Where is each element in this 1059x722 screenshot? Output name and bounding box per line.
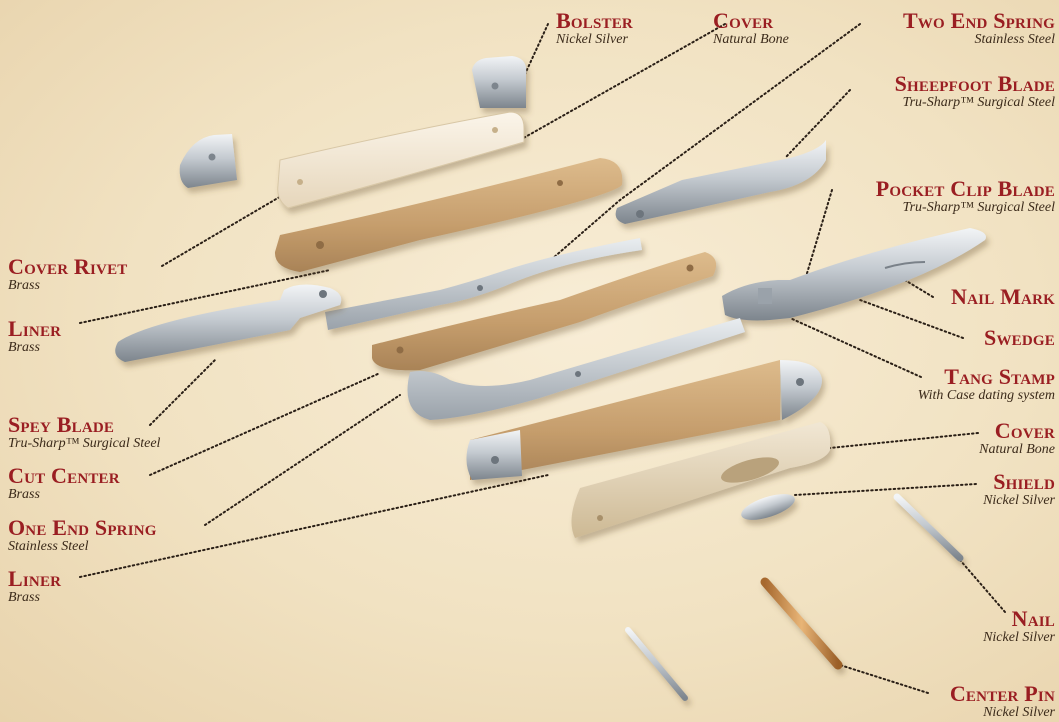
label-two-end-spring-title: Two End Spring <box>903 10 1055 32</box>
label-tang-stamp-title: Tang Stamp <box>918 366 1055 388</box>
label-sheepfoot-blade-sub: Tru-Sharp™ Surgical Steel <box>895 96 1055 110</box>
label-cover-bottom-sub: Natural Bone <box>979 443 1055 457</box>
label-spey-blade-sub: Tru-Sharp™ Surgical Steel <box>8 437 160 451</box>
shield-part <box>738 489 797 525</box>
center-pin-part <box>765 582 838 665</box>
label-cover-rivet-sub: Brass <box>8 279 128 293</box>
label-bolster-title: Bolster <box>556 10 633 32</box>
label-pocket-clip-blade: Pocket Clip Blade Tru-Sharp™ Surgical St… <box>876 178 1055 215</box>
label-shield-sub: Nickel Silver <box>983 494 1055 508</box>
label-one-end-spring-sub: Stainless Steel <box>8 540 157 554</box>
label-cover-rivet-title: Cover Rivet <box>8 256 128 278</box>
label-cover-top: Cover Natural Bone <box>713 10 789 47</box>
label-spey-blade: Spey Blade Tru-Sharp™ Surgical Steel <box>8 414 160 451</box>
label-nail: Nail Nickel Silver <box>983 608 1055 645</box>
label-tang-stamp-sub: With Case dating system <box>918 389 1055 403</box>
label-center-pin-sub: Nickel Silver <box>950 706 1055 720</box>
label-cover-bottom-title: Cover <box>979 420 1055 442</box>
label-cut-center-title: Cut Center <box>8 465 120 487</box>
spey-blade <box>115 284 341 362</box>
label-shield: Shield Nickel Silver <box>983 471 1055 508</box>
label-nail-sub: Nickel Silver <box>983 631 1055 645</box>
label-shield-title: Shield <box>983 471 1055 493</box>
label-center-pin: Center Pin Nickel Silver <box>950 683 1055 720</box>
label-bolster-sub: Nickel Silver <box>556 33 633 47</box>
label-one-end-spring-title: One End Spring <box>8 517 157 539</box>
label-cover-rivet: Cover Rivet Brass <box>8 256 128 293</box>
label-cover-bottom: Cover Natural Bone <box>979 420 1055 457</box>
label-liner-bottom-title: Liner <box>8 568 61 590</box>
label-pocket-clip-blade-title: Pocket Clip Blade <box>876 178 1055 200</box>
label-liner-top-title: Liner <box>8 318 61 340</box>
label-cut-center: Cut Center Brass <box>8 465 120 502</box>
label-center-pin-title: Center Pin <box>950 683 1055 705</box>
label-spey-blade-title: Spey Blade <box>8 414 160 436</box>
nail-part <box>897 497 960 558</box>
label-liner-top-sub: Brass <box>8 341 61 355</box>
leader-lines <box>80 24 1005 693</box>
sheepfoot-blade <box>616 140 826 224</box>
label-tang-stamp: Tang Stamp With Case dating system <box>918 366 1055 403</box>
label-swedge-title: Swedge <box>984 327 1055 349</box>
label-pocket-clip-blade-sub: Tru-Sharp™ Surgical Steel <box>876 201 1055 215</box>
label-one-end-spring: One End Spring Stainless Steel <box>8 517 157 554</box>
cover-rivet-part <box>628 630 685 698</box>
label-liner-bottom: Liner Brass <box>8 568 61 605</box>
pocket-clip-blade <box>722 228 986 320</box>
label-nail-mark: Nail Mark <box>951 286 1055 308</box>
label-cover-top-title: Cover <box>713 10 789 32</box>
label-swedge: Swedge <box>984 327 1055 349</box>
label-liner-top: Liner Brass <box>8 318 61 355</box>
label-nail-mark-title: Nail Mark <box>951 286 1055 308</box>
label-nail-title: Nail <box>983 608 1055 630</box>
label-sheepfoot-blade-title: Sheepfoot Blade <box>895 73 1055 95</box>
label-sheepfoot-blade: Sheepfoot Blade Tru-Sharp™ Surgical Stee… <box>895 73 1055 110</box>
label-cut-center-sub: Brass <box>8 488 120 502</box>
label-cover-top-sub: Natural Bone <box>713 33 789 47</box>
label-liner-bottom-sub: Brass <box>8 591 61 605</box>
label-two-end-spring: Two End Spring Stainless Steel <box>903 10 1055 47</box>
label-bolster: Bolster Nickel Silver <box>556 10 633 47</box>
label-two-end-spring-sub: Stainless Steel <box>903 33 1055 47</box>
